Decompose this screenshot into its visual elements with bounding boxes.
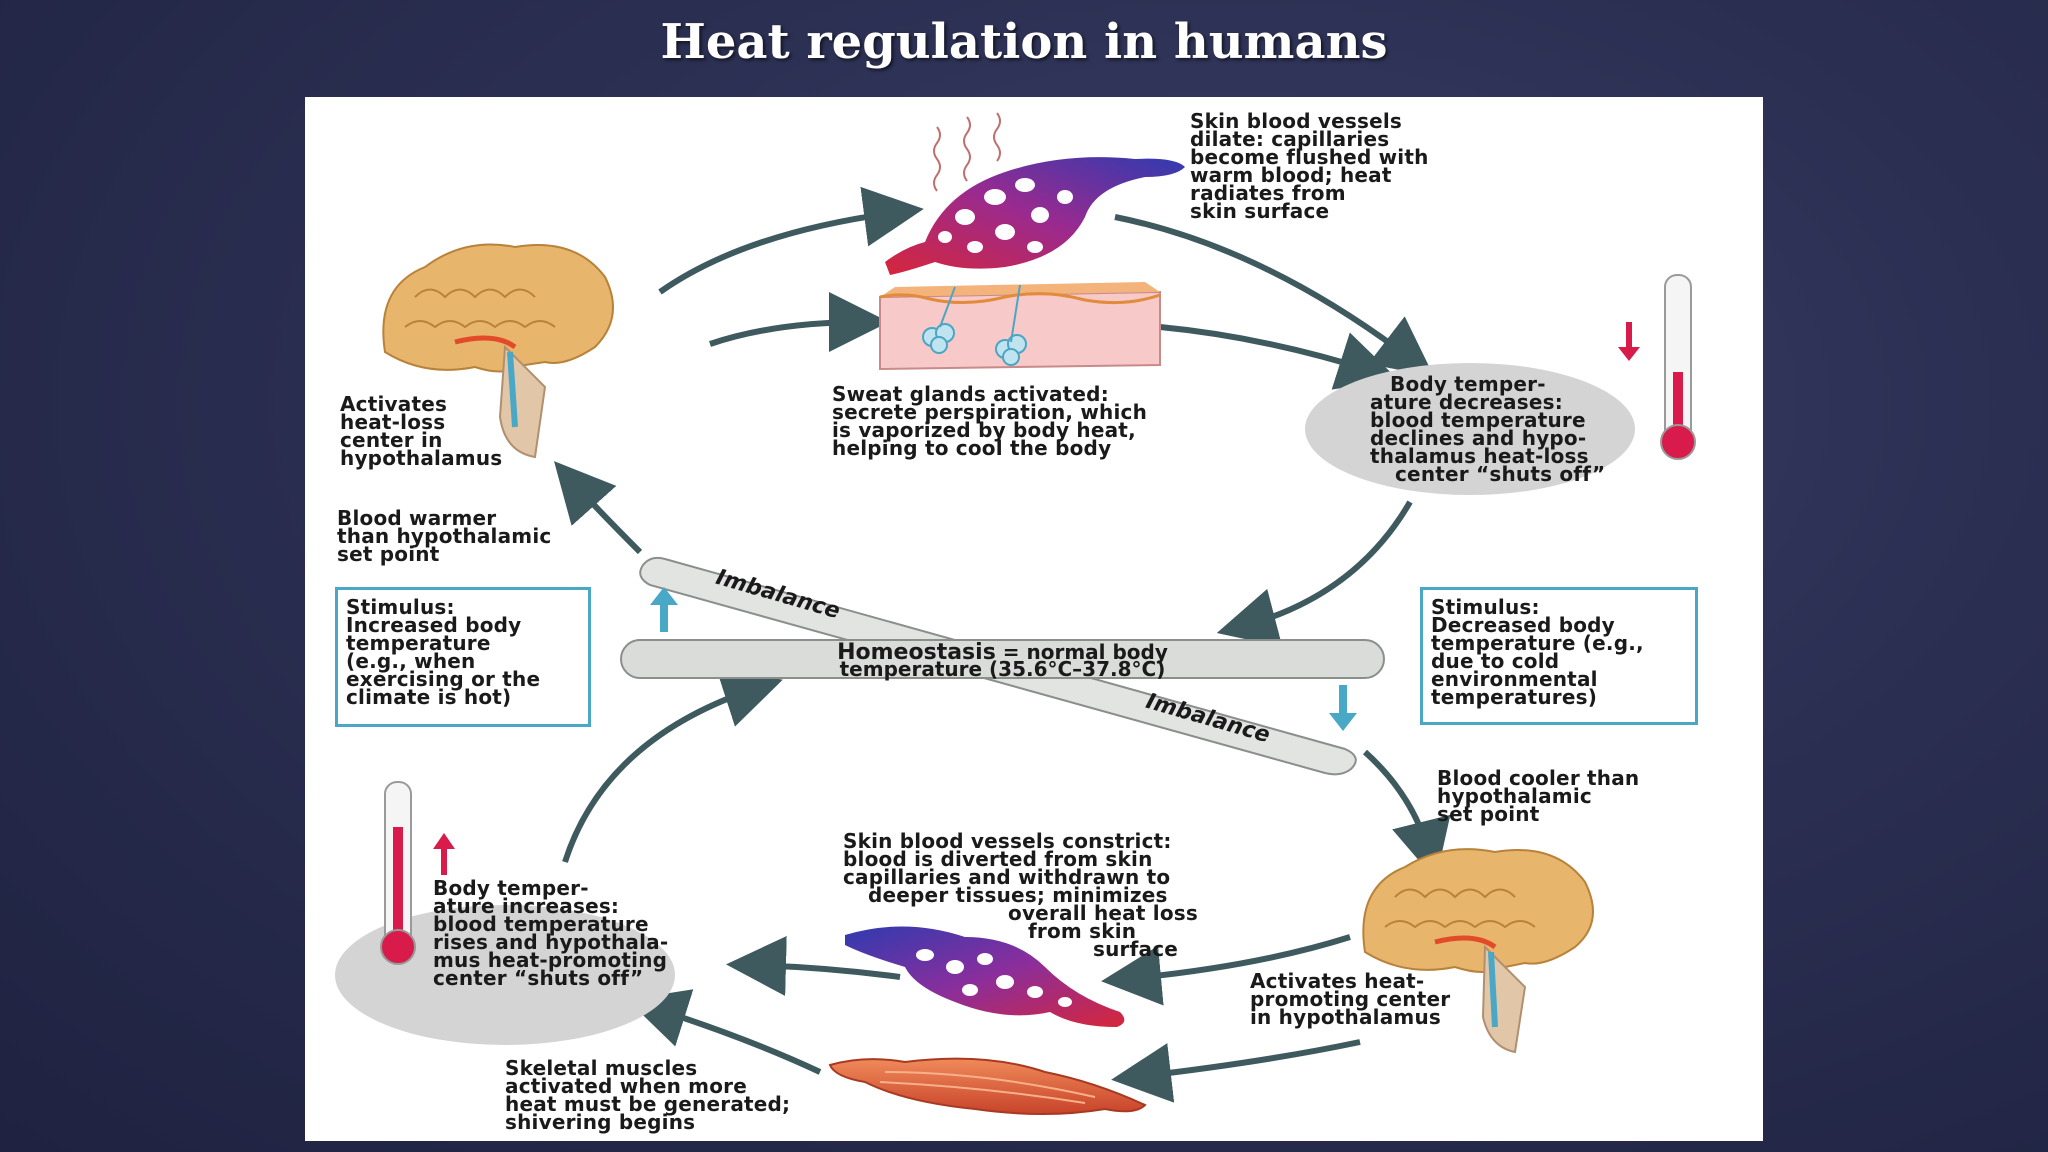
label-heat-loss-center: Activates heat-loss center in hypothalam… [340, 392, 503, 470]
constricted-vessels-icon [845, 926, 1125, 1027]
diagram-artwork [335, 112, 1696, 1115]
arrow-blood-warmer-to-brain [554, 461, 643, 555]
label-skeletal-muscles: Skeletal muscles activated when more hea… [505, 1056, 791, 1134]
label-body-temp-decreases: Body temper- ature decreases: blood temp… [1370, 372, 1606, 486]
diagram-panel: Skin blood vessels dilate: capillaries b… [305, 97, 1763, 1141]
skin-sweat-gland-icon [879, 282, 1161, 371]
thermometer-decrease-icon [1618, 274, 1696, 460]
temp-increase-oval [335, 905, 675, 1045]
arrow-muscles-to-temp-increase [627, 989, 822, 1075]
dilated-vessels-icon [885, 157, 1185, 275]
up-arrow-icon [650, 587, 678, 632]
arrow-temp-decrease-to-homeostasis [1216, 500, 1413, 647]
arrow-brain-to-sweat [709, 292, 889, 353]
arrow-temp-increase-to-homeostasis [562, 669, 783, 863]
homeostasis-line2: temperature (35.6°C–37.8°C) [839, 657, 1166, 681]
brain-heat-promoting-icon [1362, 848, 1594, 1054]
stimulus-increased-box: Stimulus: Increased body temperature (e.… [335, 587, 591, 727]
arrow-constrict-to-temp-increase [726, 935, 901, 996]
slide-title: Heat regulation in humans [660, 14, 1388, 70]
label-sweat-glands: Sweat glands activated: secrete perspira… [832, 382, 1148, 460]
arrow-brain-to-muscles [1111, 1039, 1361, 1103]
label-skin-vessels-constrict: Skin blood vessels constrict: blood is d… [843, 829, 1199, 961]
down-arrow-icon [1329, 685, 1357, 731]
stimulus-decreased-box: Stimulus: Decreased body temperature (e.… [1420, 587, 1698, 725]
label-blood-cooler: Blood cooler than hypothalamic set point [1437, 766, 1640, 826]
label-body-temp-increases: Body temper- ature increases: blood temp… [433, 876, 669, 990]
homeostasis-bar: Homeostasis = normal body temperature (3… [620, 639, 1385, 679]
heat-waves-icon [933, 112, 1001, 192]
homeostasis-rest: = normal body [995, 640, 1168, 664]
arrow-sweat-to-temp-decrease [1159, 324, 1398, 390]
arrow-brain-to-constrict [1101, 934, 1351, 1006]
arrow-brain-to-vessels [658, 186, 924, 295]
arrow-imbalance-to-brain-cold [1362, 749, 1451, 881]
label-heat-promoting-center: Activates heat- promoting center in hypo… [1250, 969, 1451, 1029]
thermometer-increase-icon [380, 781, 455, 965]
homeostasis-bold: Homeostasis [837, 640, 996, 665]
label-blood-warmer: Blood warmer than hypothalamic set point [337, 506, 552, 566]
label-skin-vessels-dilate: Skin blood vessels dilate: capillaries b… [1190, 109, 1429, 223]
skeletal-muscle-icon [828, 1057, 1147, 1115]
temp-decrease-oval [1305, 363, 1635, 495]
brain-heat-loss-icon [382, 243, 614, 459]
